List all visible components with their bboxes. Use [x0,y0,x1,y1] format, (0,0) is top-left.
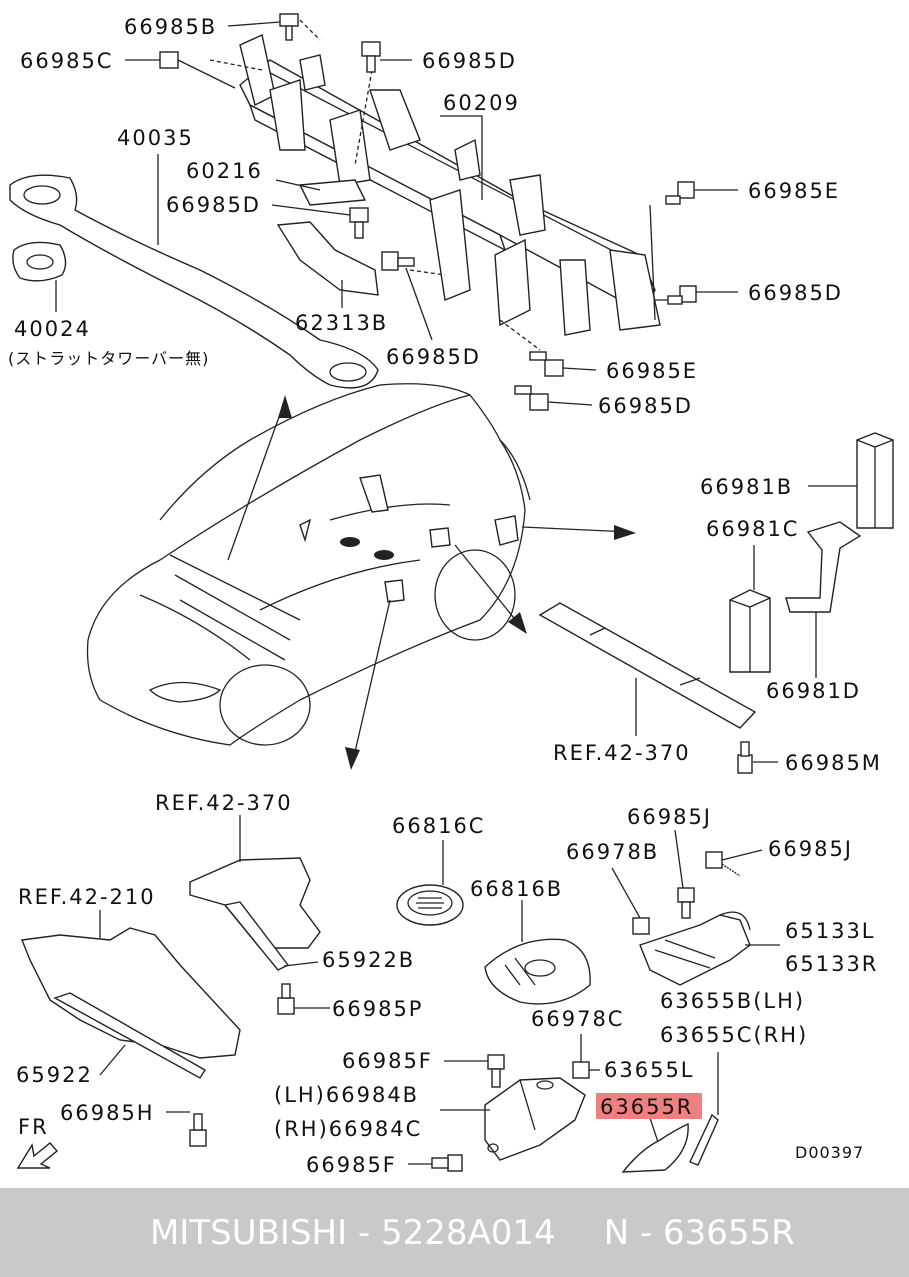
label-66985J-right: 66985J [768,837,853,861]
callout-arrows [227,395,636,770]
nut-66978B [632,917,650,935]
label-66978B: 66978B [566,840,659,864]
label-66984B: (LH)66984B [274,1083,419,1107]
label-60216: 60216 [186,159,263,183]
bolt-66985B [279,13,299,41]
pad-62313B [276,221,379,296]
label-66985F-top: 66985F [342,1049,433,1073]
trim-63655 [621,1113,719,1173]
strut-tower-bar-40035 [9,174,379,389]
bolt-66985D-right [667,285,697,305]
label-66978C: 66978C [531,1007,624,1031]
label-60209: 60209 [443,91,520,115]
label-66985E-right: 66985E [748,179,840,203]
label-66985B: 66985B [124,15,217,39]
leader-lines [55,21,857,1165]
label-66981D: 66981D [766,679,861,703]
insulator-66981D [785,521,862,613]
label-63655L: 63655L [604,1058,695,1082]
label-d00397: D00397 [795,1143,864,1162]
label-62313B: 62313B [295,311,388,335]
label-66984C: (RH)66984C [274,1117,422,1141]
label-40024: 40024 [14,317,91,341]
label-66985D-low: 66985D [386,345,481,369]
label-66985P: 66985P [332,997,423,1021]
bolt-66985D-top [361,41,381,73]
label-65922: 65922 [16,1063,93,1087]
label-66985E-low: 66985E [606,359,698,383]
strap-65922 [53,992,206,1079]
vehicle-body [86,383,531,746]
footer-bar: MITSUBISHI - 5228A014 N - 63655R [0,1188,909,1277]
label-66985C: 66985C [20,49,113,73]
footer-diagram-number: N - 63655R [603,1212,795,1253]
label-66985J-top: 66985J [627,805,712,829]
bolt-66985H [189,1113,207,1147]
bolt-66985E-right [665,181,695,205]
bolt-66985J-right [705,851,741,877]
bolt-66985E-low [529,351,564,377]
bolt-66985P [277,983,295,1015]
label-66985H: 66985H [60,1101,155,1125]
label-ref-42-370-left: REF.42-370 [155,791,293,815]
bolt-66985C [159,51,236,89]
label-65133R: 65133R [785,952,878,976]
bolt-66985D-low [381,251,415,271]
label-63655R: 63655R [600,1095,693,1119]
label-65922B: 65922B [322,948,415,972]
bolt-66985F-bottom [431,1154,463,1172]
floor-panel-ref-42-370-left [189,857,321,949]
label-ref-42-210: REF.42-210 [18,885,156,909]
label-66816B: 66816B [470,877,563,901]
label-40024-note: (ストラットタワーバー無) [8,349,209,368]
bracket-65133 [639,911,751,986]
label-66985D-right: 66985D [748,281,843,305]
label-66985D-top: 66985D [422,49,517,73]
label-ref-42-370-right: REF.42-370 [553,741,691,765]
floor-panel-ref-42-370-right [538,602,757,729]
bolt-66985J-top [677,887,695,919]
plate-40024 [12,241,67,282]
bolt-66985M [737,741,753,774]
parts-diagram: 66985B 66985C 66985D 60209 40035 60216 6… [8,13,894,1177]
grommet-66816C [396,884,464,926]
bolt-66985D-mid [349,207,369,239]
label-63655C: 63655C(RH) [660,1023,808,1047]
label-66981B: 66981B [700,475,793,499]
floor-panel-ref-42-210 [21,927,241,1059]
bracket-60216 [298,179,367,206]
grommet-66816B [484,938,591,1005]
label-fr: FR [18,1115,49,1139]
label-66816C: 66816C [392,814,485,838]
label-65133L: 65133L [785,919,876,943]
label-63655B: 63655B(LH) [660,989,805,1013]
bolt-66985D-bottom [514,385,549,411]
insulator-66981B [856,432,894,529]
bracket-66984 [484,1077,586,1161]
highlight-63655R [596,1093,702,1119]
steering-support-member [209,19,680,351]
label-66985M: 66985M [785,751,882,775]
label-66985D-mid: 66985D [166,193,261,217]
footer-brand-partno: MITSUBISHI - 5228A014 [150,1212,556,1253]
bolt-66985F-top [487,1054,505,1088]
fr-direction-arrow [16,1142,59,1169]
insulator-66981C [729,589,771,673]
label-40035: 40035 [117,126,194,150]
label-66985F-bottom: 66985F [306,1153,397,1177]
label-66981C: 66981C [706,517,799,541]
part-labels: 66985B 66985C 66985D 60209 40035 60216 6… [8,15,882,1177]
nut-66978C [572,1061,590,1079]
label-66985D-bottom: 66985D [598,394,693,418]
